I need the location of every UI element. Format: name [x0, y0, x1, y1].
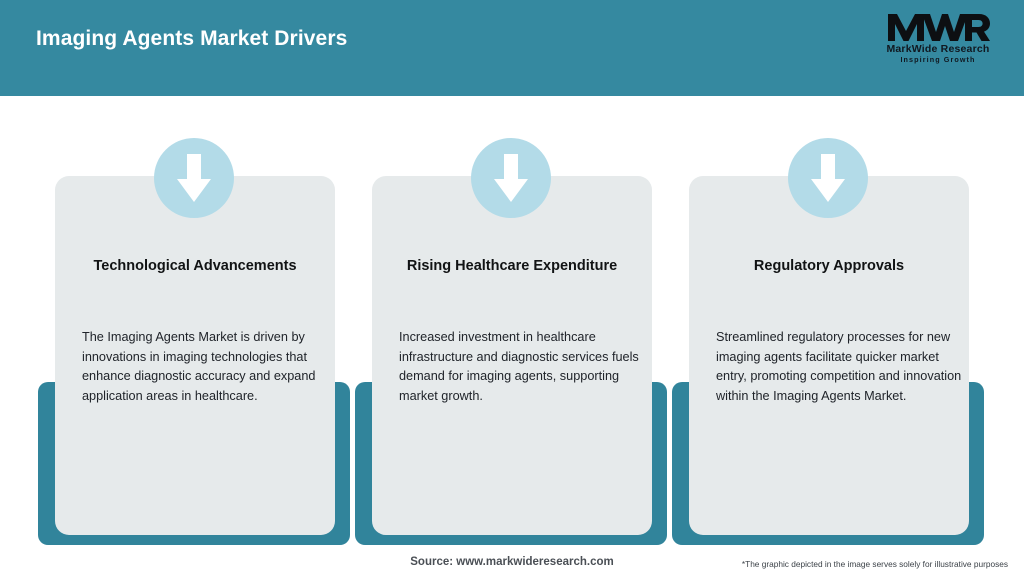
logo-company-name: MarkWide Research [886, 43, 990, 55]
source-note: Source: www.markwideresearch.com [410, 556, 614, 568]
card-body-text: The Imaging Agents Market is driven by i… [82, 330, 316, 403]
card-title: Technological Advancements [93, 258, 297, 274]
driver-card: Regulatory Approvals Streamlined regulat… [672, 96, 984, 576]
card-body-text: Increased investment in healthcare infra… [399, 330, 639, 403]
logo-tagline: Inspiring Growth [900, 55, 976, 64]
card-title: Regulatory Approvals [753, 258, 905, 274]
mwr-logo-icon [888, 14, 990, 41]
card-panel [689, 176, 969, 535]
driver-card: Technological Advancements The Imaging A… [38, 96, 350, 576]
down-arrow-icon [788, 138, 868, 218]
down-arrow-icon [154, 138, 234, 218]
card-panel [372, 176, 652, 535]
down-arrow-icon [471, 138, 551, 218]
header-band: Imaging Agents Market Drivers MarkWide R… [0, 0, 1024, 96]
card-panel [55, 176, 335, 535]
page-title: Imaging Agents Market Drivers [36, 27, 348, 50]
driver-cards-container: Technological Advancements The Imaging A… [0, 96, 1024, 576]
driver-card: Rising Healthcare Expenditure Increased … [355, 96, 667, 576]
card-title: Rising Healthcare Expenditure [406, 258, 618, 274]
markwide-research-logo: MarkWide Research Inspiring Growth [876, 10, 1000, 72]
card-body-text: Streamlined regulatory processes for new… [716, 330, 962, 403]
disclaimer-note: *The graphic depicted in the image serve… [741, 559, 1008, 569]
